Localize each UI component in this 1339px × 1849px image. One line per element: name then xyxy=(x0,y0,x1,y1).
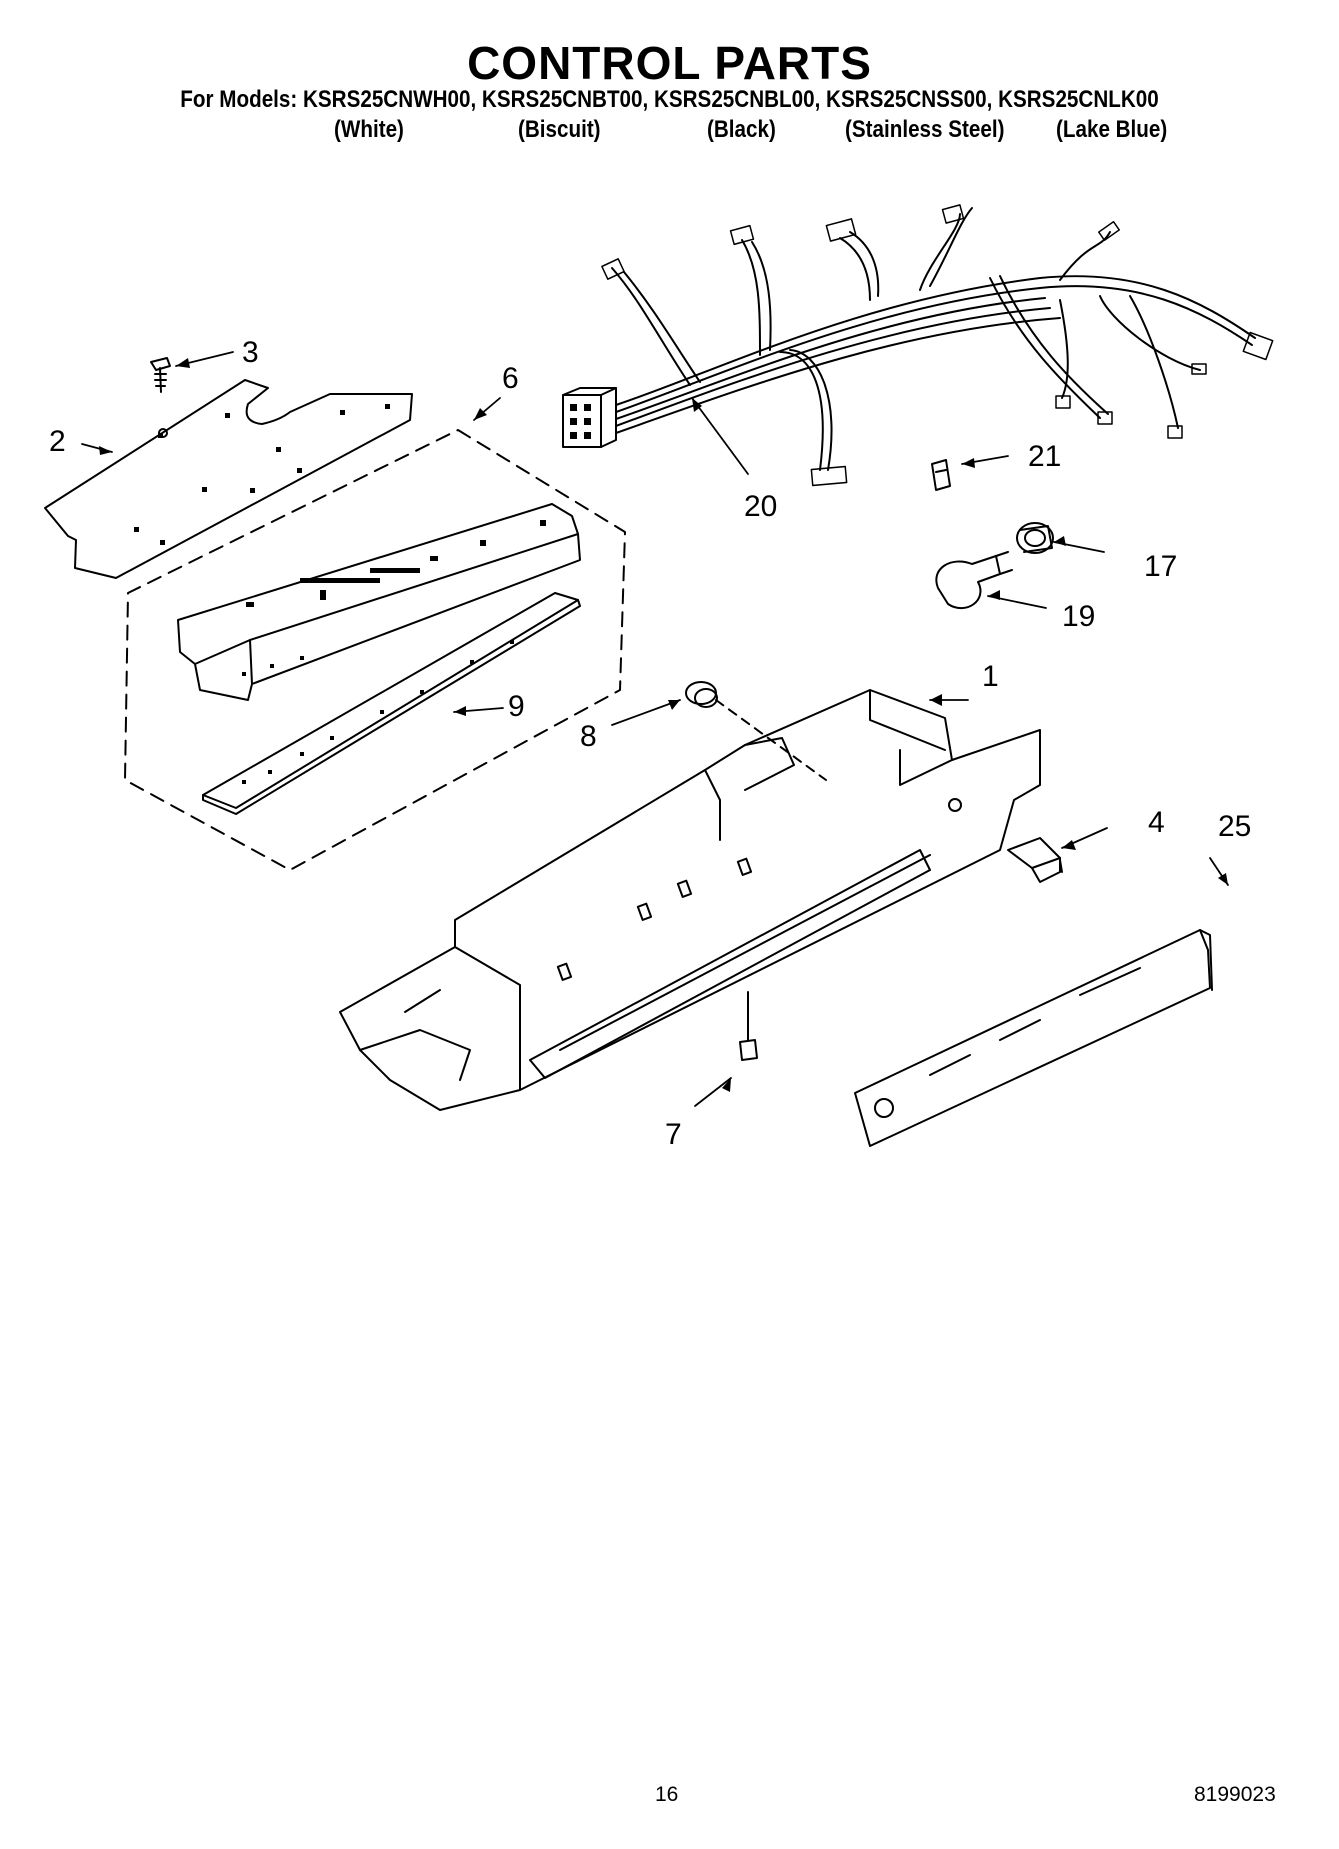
callout-25: 25 xyxy=(1218,810,1251,843)
callout-4: 4 xyxy=(1148,806,1165,839)
document-number: 8199023 xyxy=(1194,1783,1276,1806)
callout-19: 19 xyxy=(1062,600,1095,633)
callout-3: 3 xyxy=(242,336,259,369)
color-white: (White) xyxy=(334,116,404,143)
control-board xyxy=(177,503,581,701)
clip-part-21 xyxy=(931,459,951,491)
lamp-socket-part-17 xyxy=(1016,522,1054,554)
leader-arrowheads xyxy=(99,358,1228,1092)
screw-part-3 xyxy=(150,357,171,393)
plug-part-8 xyxy=(685,681,827,781)
color-lake-blue: (Lake Blue) xyxy=(1056,116,1168,143)
callout-17: 17 xyxy=(1144,550,1177,583)
mounting-plate-part-2 xyxy=(44,379,413,579)
color-biscuit: (Biscuit) xyxy=(518,116,601,143)
switch-part-4 xyxy=(1007,837,1063,883)
screw-part-7 xyxy=(739,991,758,1061)
color-stainless-steel: (Stainless Steel) xyxy=(845,116,1005,143)
light-bulb-part-19 xyxy=(935,551,1013,610)
callout-20: 20 xyxy=(744,490,777,523)
wire-harness-part-20 xyxy=(562,204,1274,487)
display-board-part-9 xyxy=(202,592,581,815)
callout-8: 8 xyxy=(580,720,597,753)
page-title: CONTROL PARTS xyxy=(467,37,872,89)
callout-1: 1 xyxy=(982,660,999,693)
callouts: 3 2 6 1 9 8 4 25 7 20 21 17 19 xyxy=(49,336,1251,1151)
color-black: (Black) xyxy=(707,116,776,143)
board-assembly-boundary-part-6 xyxy=(124,429,626,871)
page-number: 16 xyxy=(655,1783,679,1806)
models-line: For Models: KSRS25CNWH00, KSRS25CNBT00, … xyxy=(180,86,1159,113)
callout-9: 9 xyxy=(508,690,525,723)
callout-7: 7 xyxy=(665,1118,682,1151)
callout-21: 21 xyxy=(1028,440,1061,473)
callout-2: 2 xyxy=(49,425,66,458)
control-panel-overlay-part-25 xyxy=(854,929,1213,1147)
control-housing-part-1 xyxy=(339,689,1041,1111)
callout-6: 6 xyxy=(502,362,519,395)
